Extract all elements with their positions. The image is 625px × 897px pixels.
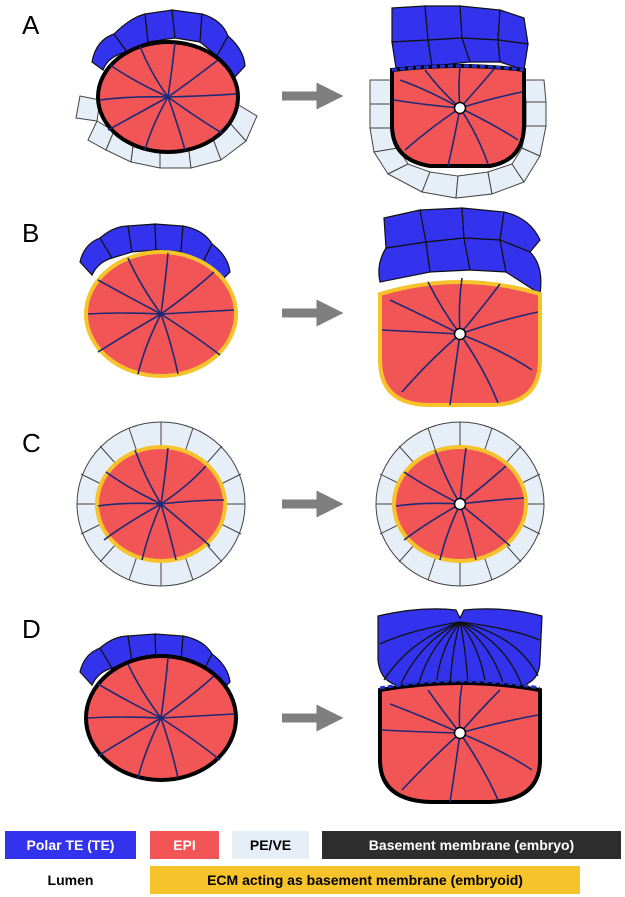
legend-epi: EPI bbox=[150, 831, 219, 859]
lumen bbox=[453, 101, 467, 115]
panel-label-a: A bbox=[22, 10, 40, 40]
epi-right-c bbox=[392, 445, 528, 563]
epi-right-d bbox=[378, 679, 542, 804]
panel-label-c: C bbox=[22, 428, 41, 458]
legend-polar-te: Polar TE (TE) bbox=[5, 831, 136, 859]
legend: Polar TE (TE) EPI PE/VE Basement membran… bbox=[0, 826, 625, 897]
epi-right-a bbox=[390, 64, 526, 168]
epi-right-b bbox=[378, 277, 542, 407]
polar-te-layer bbox=[79, 223, 231, 285]
epi-left-c bbox=[95, 445, 227, 563]
legend-lumen: Lumen bbox=[5, 866, 136, 894]
polar-te-layer bbox=[91, 9, 246, 79]
legend-basement-membrane-embryo: Basement membrane (embryo) bbox=[322, 831, 621, 859]
panel-c bbox=[76, 421, 545, 587]
lumen bbox=[453, 497, 467, 511]
epi-left-a bbox=[96, 40, 240, 154]
polar-te-layer-right bbox=[377, 608, 543, 687]
panel-label-b: B bbox=[22, 218, 40, 248]
lumen bbox=[453, 726, 467, 740]
lumen bbox=[453, 327, 467, 341]
epi-left-b bbox=[84, 250, 238, 378]
panel-label-d: D bbox=[22, 614, 41, 644]
polar-te-layer-right bbox=[391, 5, 529, 71]
embryo-diagram bbox=[75, 5, 547, 804]
epi-left-d bbox=[84, 654, 238, 782]
legend-pe-ve: PE/VE bbox=[232, 831, 309, 859]
panel-d bbox=[79, 608, 543, 804]
panel-b bbox=[79, 207, 542, 407]
legend-ecm: ECM acting as basement membrane (embryoi… bbox=[150, 866, 580, 894]
polar-te-layer-right bbox=[378, 207, 542, 296]
panel-a bbox=[75, 5, 547, 199]
